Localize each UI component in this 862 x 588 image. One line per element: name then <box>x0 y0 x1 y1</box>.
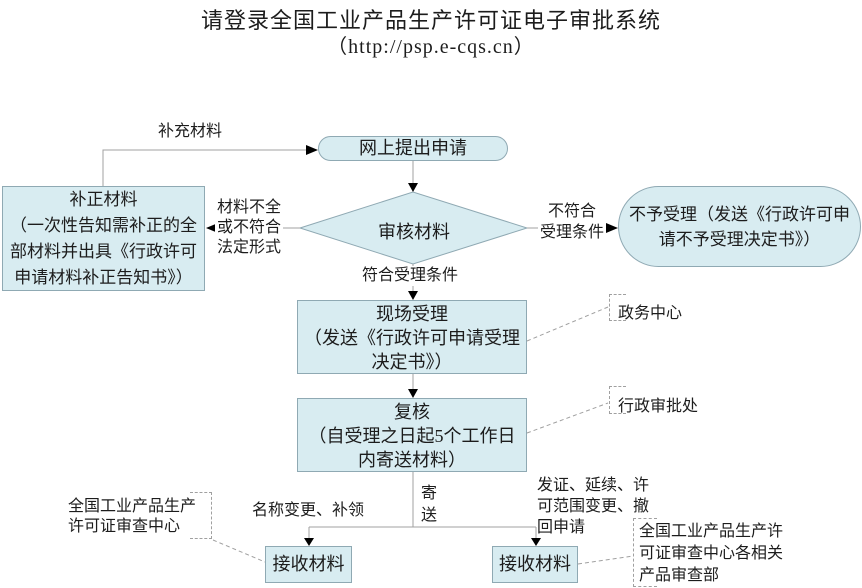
bracket-review-center <box>190 492 212 539</box>
annotation-review-center: 全国工业产品生产 许可证审查中心 <box>68 498 197 535</box>
page-subtitle-url: （http://psp.e-cqs.cn） <box>327 36 535 58</box>
label-supplement-materials: 补充材料 <box>158 123 223 140</box>
arrow-into-reject <box>606 223 618 233</box>
annotation-admin-approval: 行政审批处 <box>618 398 699 415</box>
arrow-into-recheck <box>408 389 418 398</box>
node-receive-materials-left: 接收材料 <box>265 546 352 583</box>
node-reject: 不予受理（发送《行政许可申 请不予受理决定书》） <box>618 186 861 267</box>
node-online-apply: 网上提出申请 <box>318 136 508 161</box>
node-onsite-acceptance: 现场受理 （发送《行政许可申请受理 决定书》） <box>297 300 527 374</box>
dashed-recheck-to-admin-approval <box>526 402 609 434</box>
node-review-materials-label: 审核材料 <box>378 222 450 242</box>
label-meet-conditions: 符合受理条件 <box>360 266 461 286</box>
annotation-gov-center: 政务中心 <box>618 305 683 322</box>
label-issue-renew-change-withdraw: 发证、延续、许 可范围变更、撤 回申请 <box>537 477 650 536</box>
arrow-into-receive-left <box>304 538 314 546</box>
edge-supplement-return <box>102 149 307 186</box>
arrow-into-receive-right <box>531 538 541 546</box>
dashed-receive-right-to-product-depts <box>577 555 634 565</box>
label-name-change-reissue: 名称变更、补领 <box>252 502 365 519</box>
node-supplement-materials: 补正材料 （一次性告知需补正的全 部材料并出具《行政许可 申请材料补正告知书》） <box>2 186 205 291</box>
node-receive-materials-right: 接收材料 <box>492 546 578 583</box>
label-not-meet-conditions: 不符合 受理条件 <box>538 201 607 243</box>
bracket-product-depts <box>633 518 657 587</box>
bracket-gov-center <box>609 294 626 321</box>
arrow-into-onsite <box>408 291 418 300</box>
dashed-review-center-to-receive-left <box>212 539 266 563</box>
node-recheck: 复核 （自受理之日起5个工作日 内寄送材料） <box>297 398 527 472</box>
arrow-into-online-apply <box>306 145 318 155</box>
dashed-onsite-to-gov-center <box>526 306 609 342</box>
label-send: 寄 送 <box>421 485 438 524</box>
page-title: 请登录全国工业产品生产许可证电子审批系统 <box>200 8 661 33</box>
annotation-product-depts: 全国工业产品生产许 可证审查中心各相关 产品审查部 <box>639 523 784 584</box>
arrow-into-review <box>408 183 418 192</box>
edge-recheck-split <box>308 472 537 538</box>
label-materials-incomplete: 材料不全 或不符合 法定形式 <box>215 198 284 258</box>
bracket-admin-approval <box>609 386 626 414</box>
